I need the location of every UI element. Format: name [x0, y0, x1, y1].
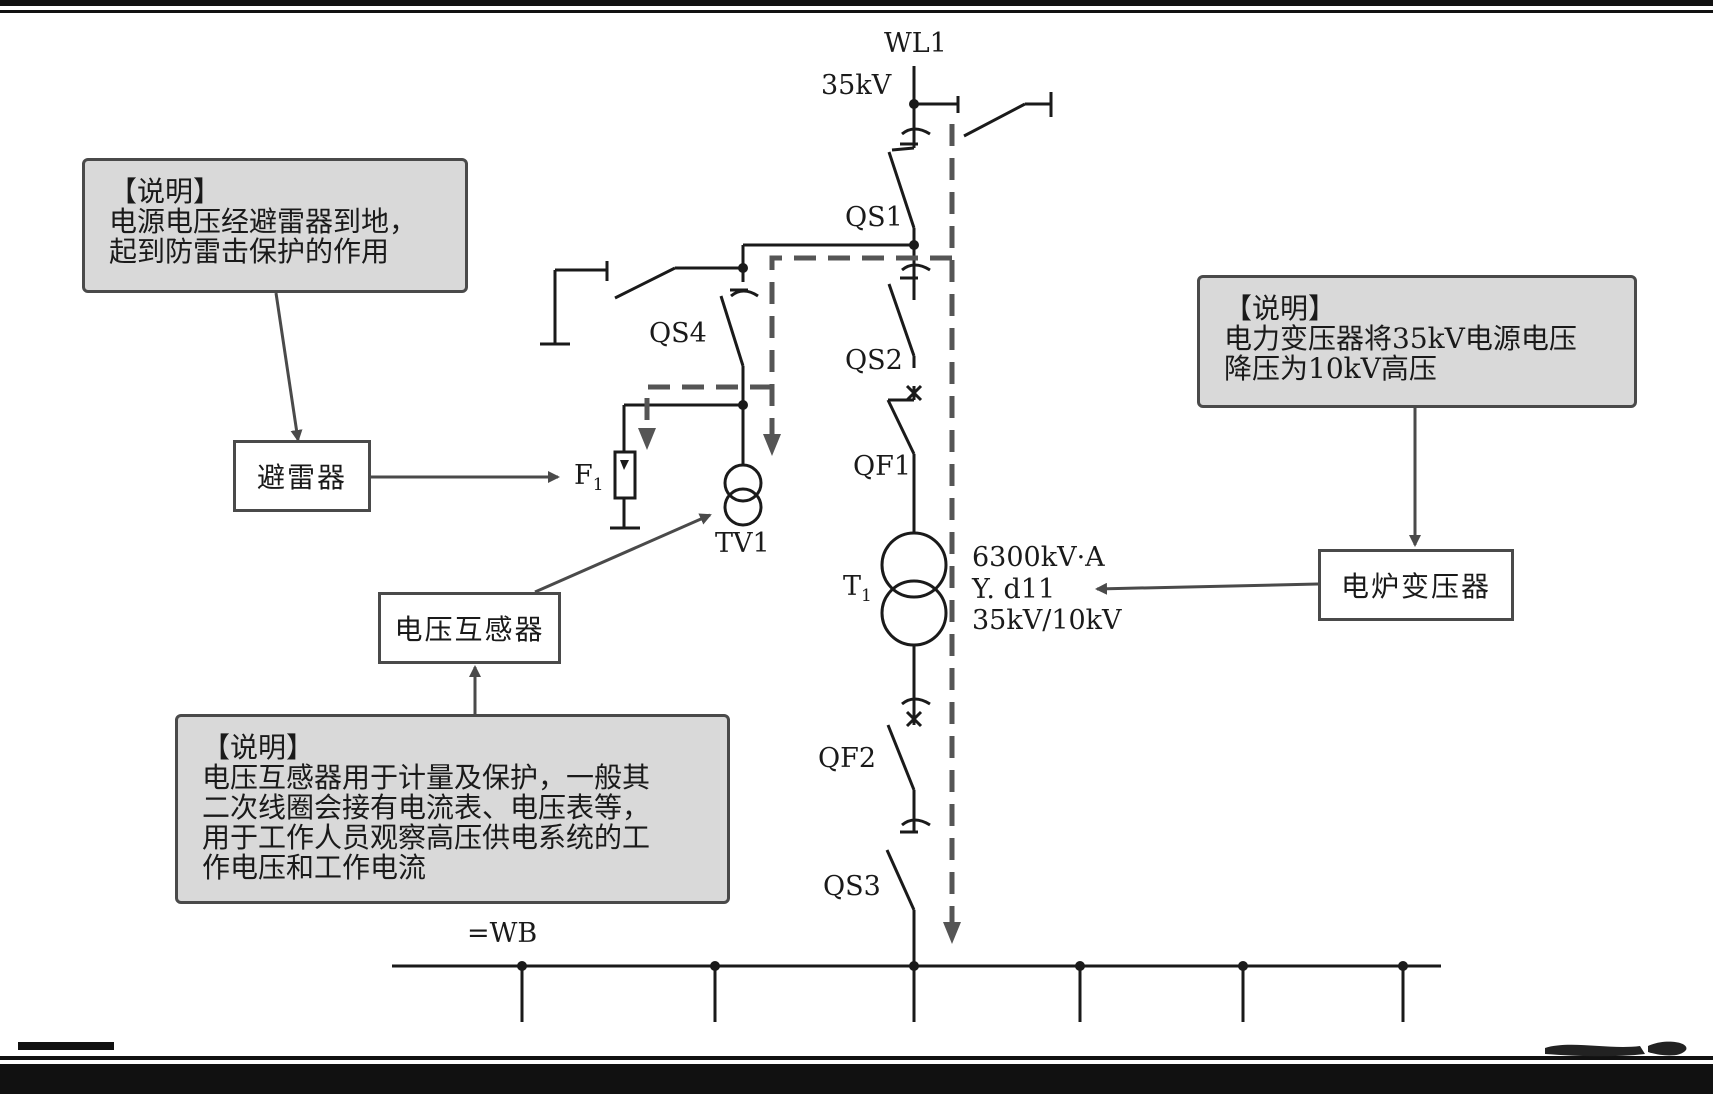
note-arrester-line: 电源电压经避雷器到地， — [109, 205, 418, 238]
note-arrester-line: 起到防雷击保护的作用 — [109, 235, 390, 268]
voltage-transformer-box: 电压互感器 — [378, 592, 561, 664]
f1-letter: F — [574, 460, 593, 491]
t1-rating-voltage-ratio: 35kV/10kV — [972, 605, 1122, 636]
earthing-switch-top — [963, 92, 1053, 138]
qs1-disconnector — [887, 127, 931, 229]
f1-subscript: 1 — [592, 475, 604, 495]
f1-arrester-arrow-icon — [620, 460, 629, 470]
t1-letter: T — [843, 571, 862, 602]
qs3-label: QS3 — [823, 871, 881, 902]
power-flow-arrowheads — [638, 428, 961, 944]
t1-power-transformer — [880, 531, 948, 647]
t1-label: T1 — [843, 573, 872, 610]
qs1-label: QS1 — [845, 202, 903, 233]
note-vt-line: 二次线圈会接有电流表、电压表等， — [202, 791, 651, 824]
qs3-disconnector — [885, 812, 931, 911]
note-vt-line: 用于工作人员观察高压供电系统的工 — [202, 821, 651, 854]
arrester-box: 避雷器 — [233, 440, 371, 512]
junction-dots — [738, 99, 919, 410]
tv1-label: TV1 — [715, 528, 770, 559]
note-arrester-line: 【说明】 — [109, 175, 222, 208]
note-power-transformer: 【说明】 电力变压器将35kV电源电压 降压为10kV高压 — [1197, 275, 1637, 408]
t1-rating-capacity: 6300kV·A — [972, 542, 1105, 573]
note-pt-line: 降压为10kV高压 — [1224, 352, 1437, 385]
t1-subscript: 1 — [861, 586, 872, 606]
f1-label: F1 — [574, 462, 604, 499]
callout-connectors — [274, 292, 1421, 714]
wb-bus-label: =WB — [467, 918, 538, 949]
note-voltage-transformer: 【说明】 电压互感器用于计量及保护，一般其 二次线圈会接有电流表、电压表等， 用… — [175, 714, 730, 904]
qs2-disconnector — [887, 263, 931, 402]
qs4-label: QS4 — [649, 318, 707, 349]
note-vt-line: 作电压和工作电流 — [202, 851, 427, 884]
power-flow-dashed — [644, 124, 955, 922]
feeder-voltage-label: 35kV — [821, 70, 892, 101]
tv1-branch — [540, 243, 914, 530]
note-arrester: 【说明】 电源电压经避雷器到地， 起到防雷击保护的作用 — [82, 158, 468, 293]
qf1-label: QF1 — [853, 451, 912, 482]
t1-rating-vector-group: Y. d11 — [972, 574, 1056, 605]
note-vt-line: 【说明】 — [202, 731, 315, 764]
qf2-breaker — [886, 690, 931, 791]
qf1-breaker — [886, 398, 916, 455]
feeder-label-wl1: WL1 — [884, 28, 947, 59]
note-pt-line: 【说明】 — [1224, 292, 1337, 325]
qf2-label: QF2 — [818, 743, 877, 774]
note-vt-line: 电压互感器用于计量及保护，一般其 — [202, 761, 651, 794]
wb-busbar — [392, 961, 1441, 1022]
qs2-label: QS2 — [845, 345, 903, 376]
furnace-transformer-box: 电炉变压器 — [1318, 549, 1514, 621]
note-pt-line: 电力变压器将35kV电源电压 — [1224, 322, 1577, 355]
